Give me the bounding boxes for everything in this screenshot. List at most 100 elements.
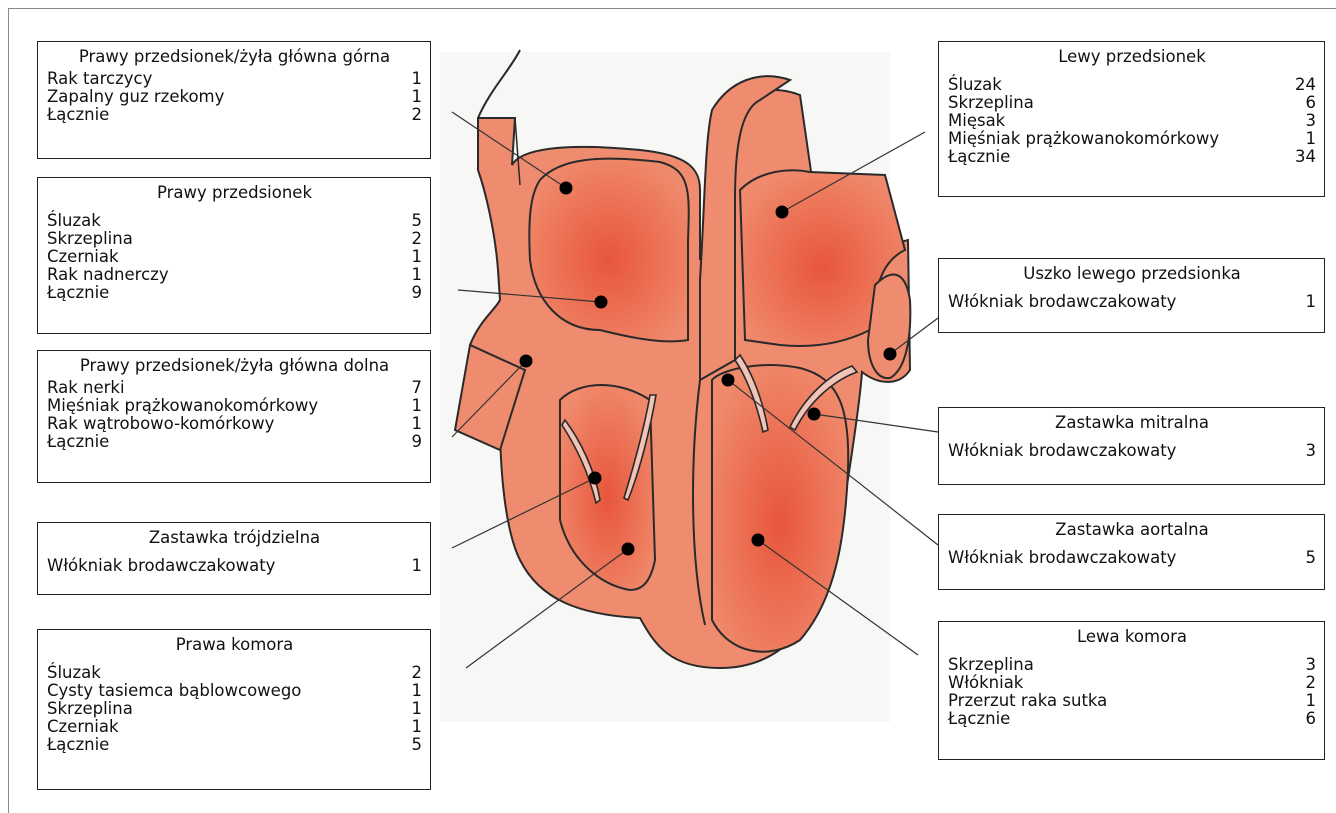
row-label: Łącznie [948, 710, 1010, 728]
row-label: Włókniak brodawczakowaty [47, 557, 275, 575]
table-row: Śluzak5 [47, 212, 422, 230]
row-label: Rak tarczycy [47, 70, 152, 88]
row-label: Włókniak brodawczakowaty [948, 293, 1176, 311]
marker-tricuspid [589, 472, 602, 485]
table-row: Łącznie 9 [47, 284, 422, 302]
row-value: 9 [404, 433, 423, 451]
row-label: Śluzak [948, 76, 1002, 94]
row-label: Czerniak [47, 248, 119, 266]
row-label: Skrzeplina [47, 700, 133, 718]
row-label: Mięsak [948, 112, 1005, 130]
box-title: Uszko lewego przedsionka [948, 265, 1316, 283]
table-row: Włókniak brodawczakowaty 1 [47, 557, 422, 575]
row-value: 1 [404, 266, 423, 284]
marker-mitral [808, 408, 821, 421]
row-label: Rak wątrobowo-komórkowy [47, 415, 274, 433]
row-value: 1 [1298, 293, 1317, 311]
box-title: Lewy przedsionek [948, 48, 1316, 66]
row-label: Śluzak [47, 664, 101, 682]
box-la: Lewy przedsionek Śluzak 24 Skrzeplina 6 Mi… [938, 41, 1325, 197]
row-label: Łącznie [47, 106, 109, 124]
row-label: Mięśniak prążkowanokomórkowy [948, 130, 1219, 148]
row-label: Rak nadnerczy [47, 266, 169, 284]
marker-aortic [722, 374, 735, 387]
marker-ra [595, 296, 608, 309]
marker-ra-svc [560, 182, 573, 195]
row-value: 34 [1287, 148, 1316, 166]
row-value: 2 [404, 106, 423, 124]
box-title: Prawy przedsionek/żyła główna dolna [47, 357, 422, 375]
row-label: Łącznie [47, 433, 109, 451]
table-row: Łącznie 6 [948, 710, 1316, 728]
row-value: 6 [1298, 94, 1317, 112]
row-value: 1 [404, 557, 423, 575]
row-value: 3 [1298, 442, 1317, 460]
row-label: Przerzut raka sutka [948, 692, 1107, 710]
table-row: Łącznie 9 [47, 433, 422, 451]
marker-laa [884, 348, 897, 361]
row-label: Łącznie [47, 284, 109, 302]
box-aortic: Zastawka aortalna Włókniak brodawczakowa… [938, 514, 1325, 590]
table-row: Skrzeplina 6 [948, 94, 1316, 112]
marker-ra-ivc [520, 355, 533, 368]
table-row: Łącznie 34 [948, 148, 1316, 166]
row-value: 24 [1287, 76, 1316, 94]
box-tricuspid: Zastawka trójdzielna Włókniak brodawczak… [37, 522, 431, 595]
table-row: Włókniak brodawczakowaty 5 [948, 549, 1316, 567]
table-row: Włókniak brodawczakowaty 1 [948, 293, 1316, 311]
box-title: Lewa komora [948, 628, 1316, 646]
row-label: Łącznie [47, 736, 109, 754]
box-ra-svc: Prawy przedsionek/żyła główna górna Rak … [37, 41, 431, 159]
row-value: 2 [404, 230, 423, 248]
table-row: Rak nadnerczy 1 [47, 266, 422, 284]
row-value: 1 [404, 682, 423, 700]
row-value: 7 [404, 379, 423, 397]
row-label: Włókniak brodawczakowaty [948, 442, 1176, 460]
row-value: 5 [404, 212, 423, 230]
row-value: 1 [404, 415, 423, 433]
marker-la [776, 206, 789, 219]
marker-lv [752, 534, 765, 547]
row-label: Mięśniak prążkowanokomórkowy [47, 397, 318, 415]
table-row: Rak nerki 7 [47, 379, 422, 397]
box-title: Prawy przedsionek/żyła główna górna [47, 48, 422, 66]
box-title: Prawa komora [47, 636, 422, 654]
row-value: 5 [404, 736, 423, 754]
row-value: 1 [404, 718, 423, 736]
row-value: 1 [404, 700, 423, 718]
row-label: Łącznie [948, 148, 1010, 166]
table-row: Śluzak 24 [948, 76, 1316, 94]
row-value: 1 [404, 70, 423, 88]
row-value: 1 [404, 248, 423, 266]
table-row: Czerniak 1 [47, 718, 422, 736]
row-label: Zapalny guz rzekomy [47, 88, 224, 106]
table-row: Rak tarczycy 1 [47, 70, 422, 88]
row-value: 3 [1298, 656, 1317, 674]
box-laa: Uszko lewego przedsionka Włókniak brodaw… [938, 258, 1325, 333]
row-value: 1 [1298, 130, 1317, 148]
row-label: Cysty tasiemca bąblowcowego [47, 682, 301, 700]
row-value: 9 [404, 284, 423, 302]
box-title: Zastawka mitralna [948, 414, 1316, 432]
row-label: Czerniak [47, 718, 119, 736]
table-row: Cysty tasiemca bąblowcowego 1 [47, 682, 422, 700]
row-label: Włókniak brodawczakowaty [948, 549, 1176, 567]
row-value: 1 [1298, 692, 1317, 710]
table-row: Przerzut raka sutka 1 [948, 692, 1316, 710]
row-value: 5 [1298, 549, 1317, 567]
table-row: Skrzeplina 1 [47, 700, 422, 718]
row-label: Skrzeplina [948, 94, 1034, 112]
row-label: Rak nerki [47, 379, 125, 397]
row-value: 6 [1298, 710, 1317, 728]
table-row: Włókniak brodawczakowaty 3 [948, 442, 1316, 460]
table-row: Czerniak 1 [47, 248, 422, 266]
table-row: Mięśniak prążkowanokomórkowy 1 [948, 130, 1316, 148]
row-value: 2 [404, 664, 423, 682]
table-row: Łącznie 5 [47, 736, 422, 754]
